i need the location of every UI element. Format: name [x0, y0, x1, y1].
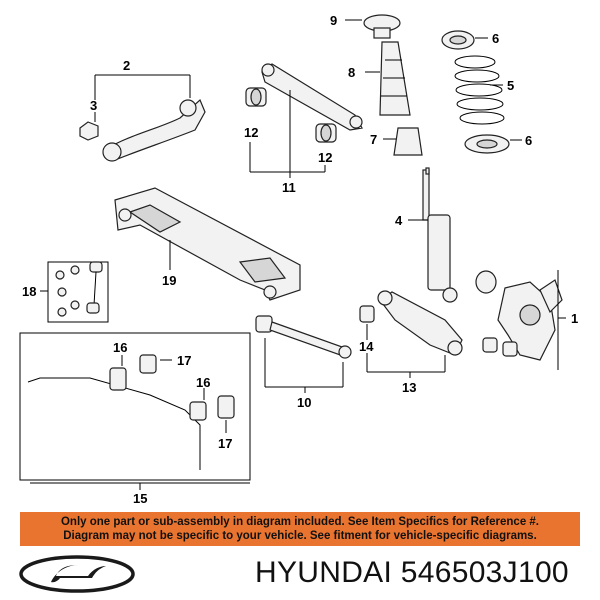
callout-13: 13 [402, 380, 416, 395]
callout-12b: 12 [318, 150, 332, 165]
callout-6a: 6 [492, 31, 499, 46]
dust-boot-part [379, 41, 411, 116]
callout-10: 10 [297, 395, 311, 410]
lateral-link-part [255, 315, 352, 359]
coil-spring-part [454, 55, 505, 125]
lower-control-arm-part [359, 290, 463, 356]
callout-7: 7 [370, 132, 377, 147]
callout-18: 18 [22, 284, 36, 299]
stabilizer-bar-frame [19, 332, 251, 481]
part-number-caption: HYUNDAI 546503J100 [255, 556, 569, 589]
spring-seat-lower-part [464, 134, 510, 154]
callout-17a: 17 [177, 353, 191, 368]
knuckle-part [475, 270, 563, 361]
callout-16b: 16 [196, 375, 210, 390]
callout-3: 3 [90, 98, 97, 113]
callout-11: 11 [282, 180, 296, 195]
stabilizer-link-frame [47, 261, 109, 323]
spring-seat-upper-part [441, 30, 475, 50]
callout-16a: 16 [113, 340, 127, 355]
callout-6b: 6 [525, 133, 532, 148]
callout-17b: 17 [218, 436, 232, 451]
callout-4: 4 [395, 213, 403, 228]
callout-5: 5 [507, 78, 514, 93]
hyundai-logo [19, 555, 135, 593]
trailing-arm-part [79, 98, 206, 162]
callout-2: 2 [123, 58, 130, 73]
disclaimer-line-1: Only one part or sub-assembly in diagram… [60, 516, 540, 528]
callout-14: 14 [359, 339, 374, 354]
bump-stop-part [393, 127, 423, 156]
top-mount-part [363, 14, 401, 39]
parts-diagram: 2 3 12 12 11 9 8 7 [19, 13, 578, 506]
shock-absorber-part [422, 167, 458, 303]
callout-12a: 12 [244, 125, 258, 140]
callout-15: 15 [133, 491, 147, 506]
callout-8: 8 [348, 65, 355, 80]
callout-19: 19 [162, 273, 176, 288]
bushing-12b-part [315, 123, 337, 143]
disclaimer-line-2: Diagram may not be specific to your vehi… [63, 530, 537, 542]
stabilizer-link-part [55, 261, 103, 317]
callout-9: 9 [330, 13, 337, 28]
upper-control-arm-part [261, 63, 363, 131]
callout-1: 1 [571, 311, 578, 326]
stabilizer-bar-part [27, 354, 235, 470]
bushing-12a-part [245, 87, 267, 107]
disclaimer-banner: Only one part or sub-assembly in diagram… [20, 512, 580, 546]
crossmember-subframe-part [114, 187, 301, 301]
